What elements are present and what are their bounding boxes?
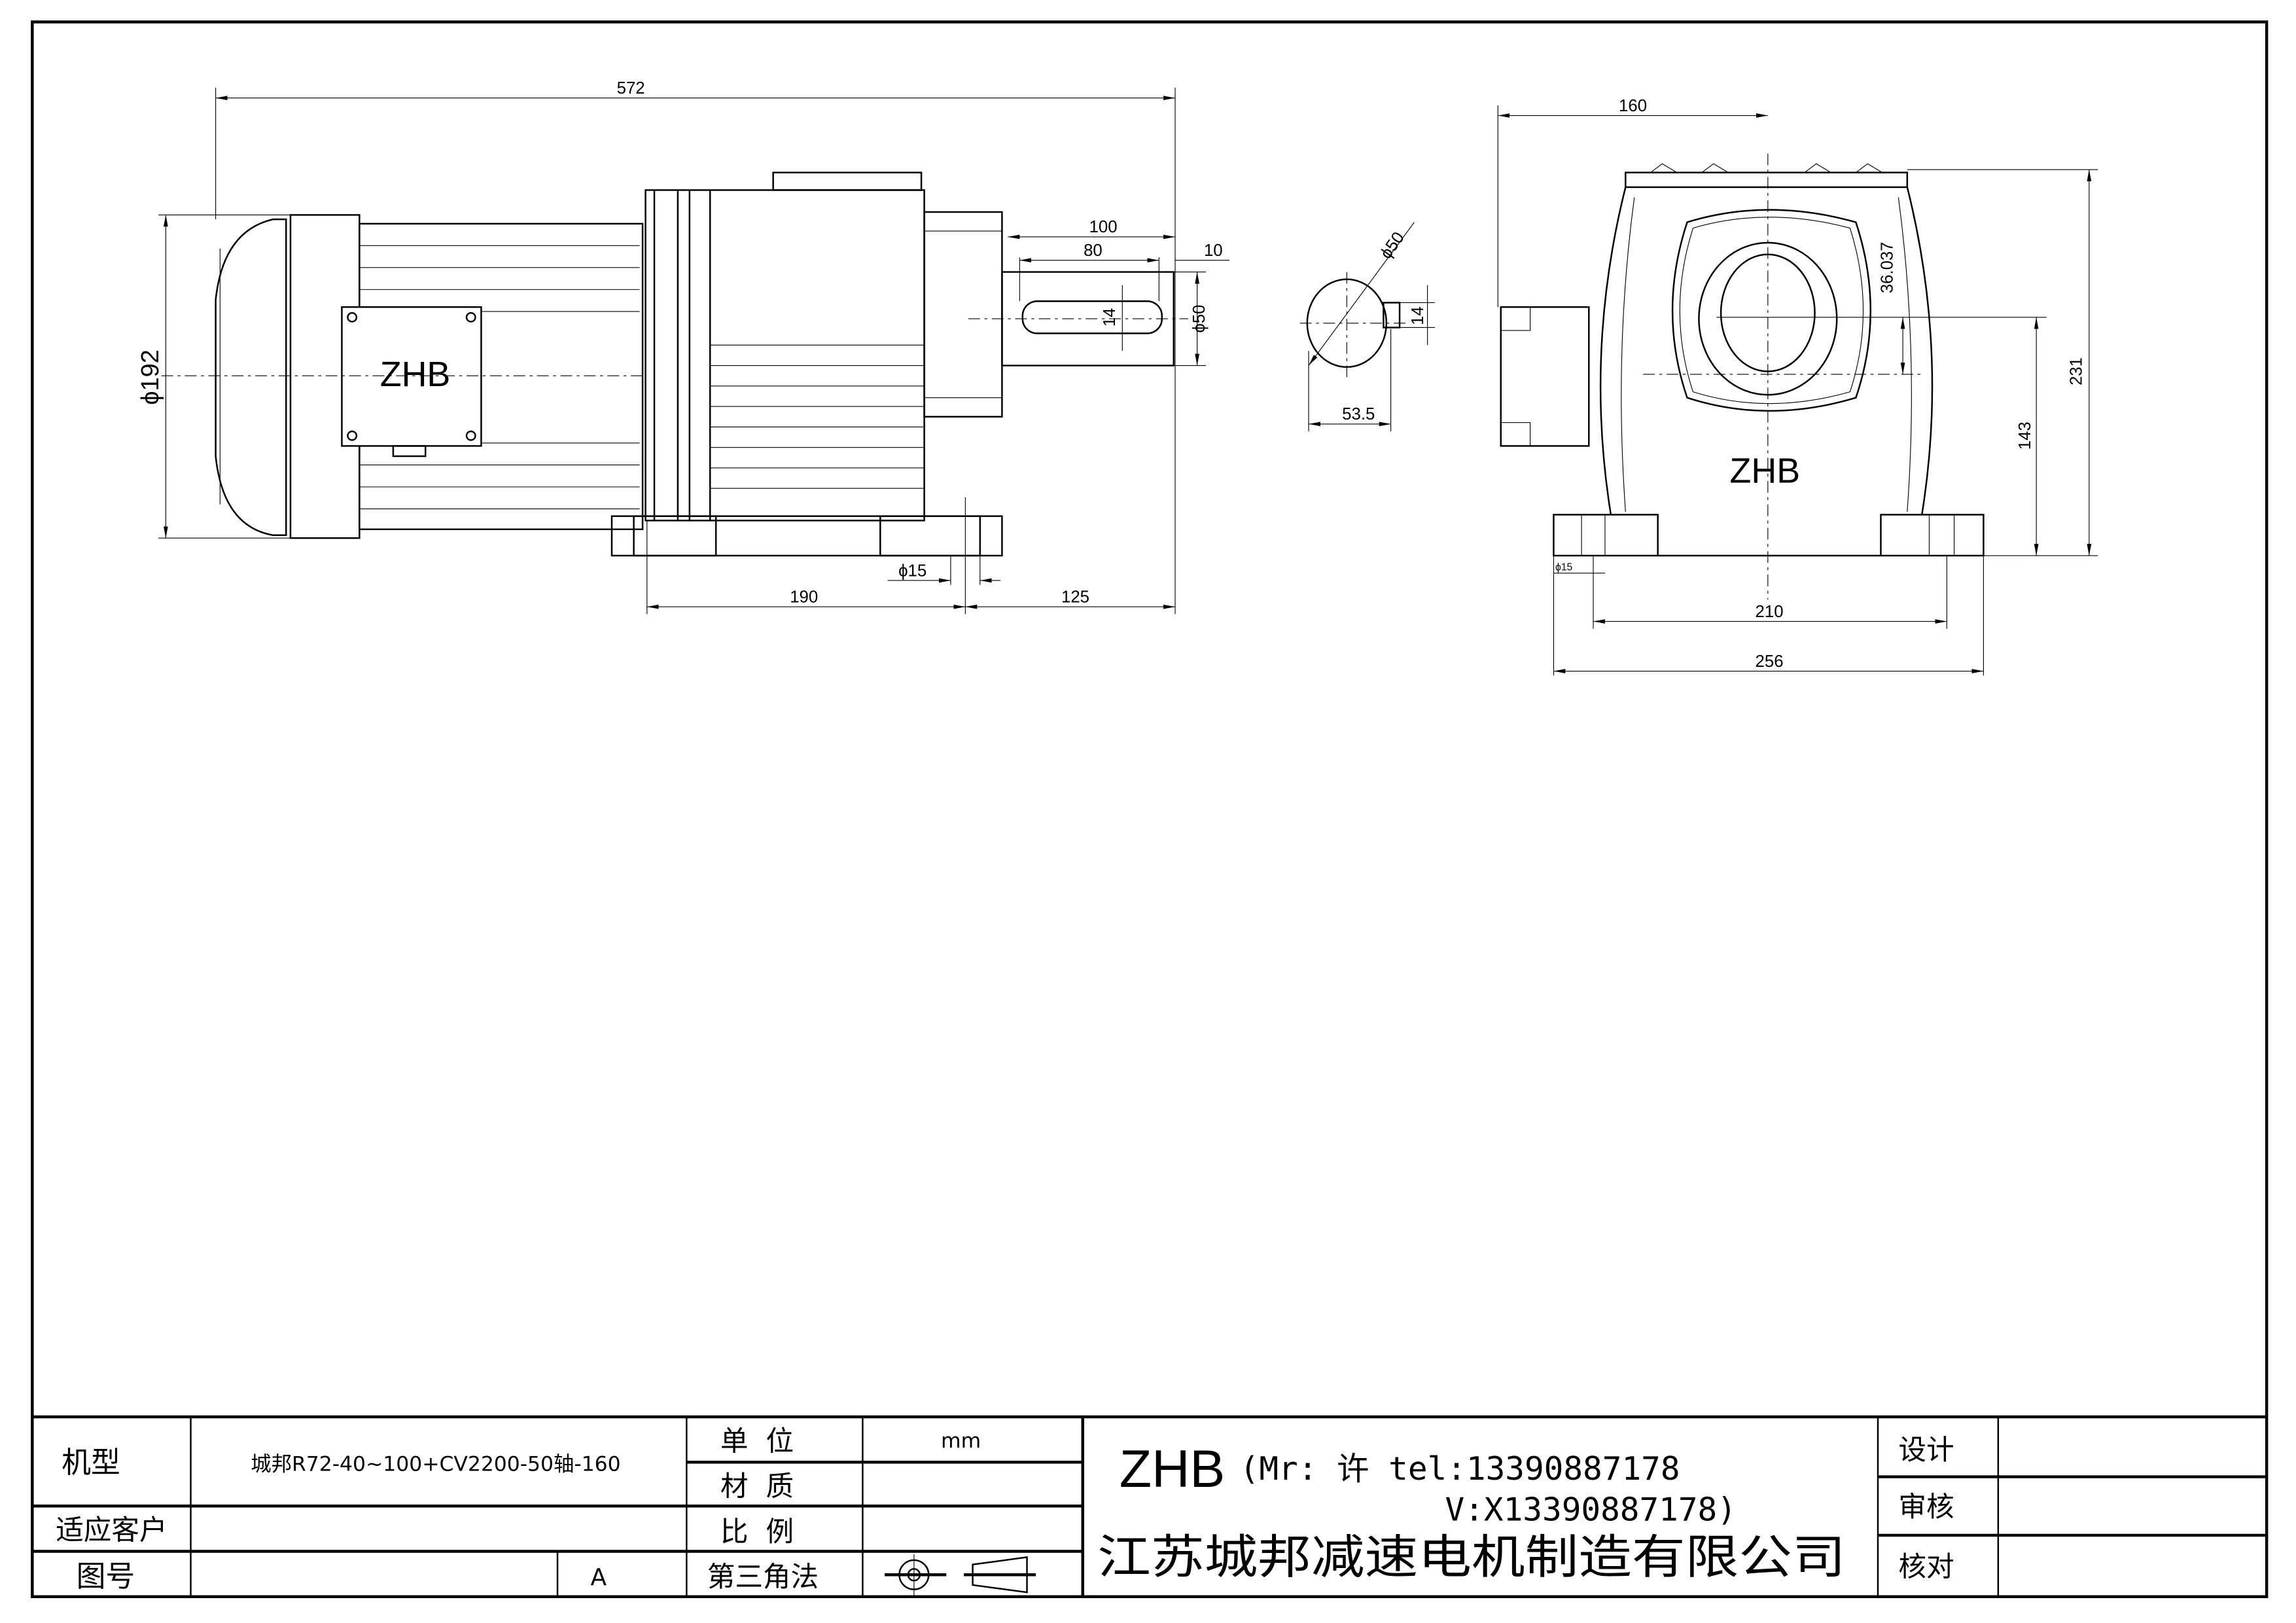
dim-80: 80 [1084, 241, 1103, 260]
drawing-no-label: 图号 [77, 1559, 135, 1594]
front-view: ZHB 160 36.037 143 231 ϕ15 210 256 [1497, 97, 2098, 676]
dim-10: 10 [1204, 241, 1223, 260]
dim-front-hole-dia: ϕ15 [1555, 562, 1573, 573]
dim-231: 231 [2068, 357, 2086, 385]
model-label: 机型 [62, 1445, 120, 1480]
dim-125: 125 [1061, 588, 1089, 607]
side-view: ZHB 572 100 80 10 ϕ50 14 [137, 79, 1229, 615]
company-name: 江苏城邦减速电机制造有限公司 [1097, 1530, 1846, 1584]
scale-label: 比 例 [720, 1516, 794, 1548]
revision-value: A [591, 1564, 607, 1591]
dim-motor-dia: ϕ192 [137, 349, 164, 405]
dim-53-5: 53.5 [1342, 405, 1375, 423]
customer-label: 适应客户 [56, 1515, 167, 1547]
dim-572: 572 [617, 79, 645, 98]
third-angle-projection-icon [885, 1554, 1036, 1596]
unit-value: mm [941, 1429, 981, 1453]
check-label: 核对 [1898, 1552, 1954, 1584]
front-brand-label: ZHB [1730, 451, 1801, 490]
dim-190: 190 [790, 588, 818, 607]
unit-label: 单 位 [720, 1425, 794, 1457]
shaft-section-view: ϕ50 14 53.5 [1299, 222, 1435, 432]
material-label: 材 质 [720, 1471, 794, 1503]
review-label: 审核 [1898, 1491, 1954, 1524]
dim-36-037: 36.037 [1878, 242, 1896, 294]
contact-line-1: (Mr: 许 tel:13390887178 [1240, 1450, 1680, 1488]
dim-100: 100 [1089, 218, 1118, 236]
dim-section-shaft-dia: ϕ50 [1377, 229, 1408, 262]
design-label: 设计 [1898, 1435, 1954, 1467]
dim-section-key: 14 [1409, 306, 1427, 325]
dim-hole-dia: ϕ15 [898, 562, 927, 580]
side-brand-label: ZHB [380, 355, 451, 394]
contact-line-2: V:X13390887178) [1445, 1491, 1737, 1529]
dim-shaft-dia: ϕ50 [1190, 305, 1209, 333]
dim-256: 256 [1756, 652, 1784, 671]
company-brand: ZHB [1120, 1440, 1225, 1499]
terminal-box [341, 306, 482, 447]
dim-160: 160 [1619, 97, 1647, 115]
dim-210: 210 [1756, 603, 1784, 621]
dim-143: 143 [2016, 421, 2034, 450]
drawing-frame [31, 20, 2269, 1599]
title-block: 机型 城邦R72-40~100+CV2200-50轴-160 适应客户 图号 A… [32, 1415, 2267, 1597]
model-value: 城邦R72-40~100+CV2200-50轴-160 [251, 1453, 620, 1476]
projection-label: 第三角法 [707, 1561, 819, 1594]
dim-key-width: 14 [1101, 308, 1119, 327]
